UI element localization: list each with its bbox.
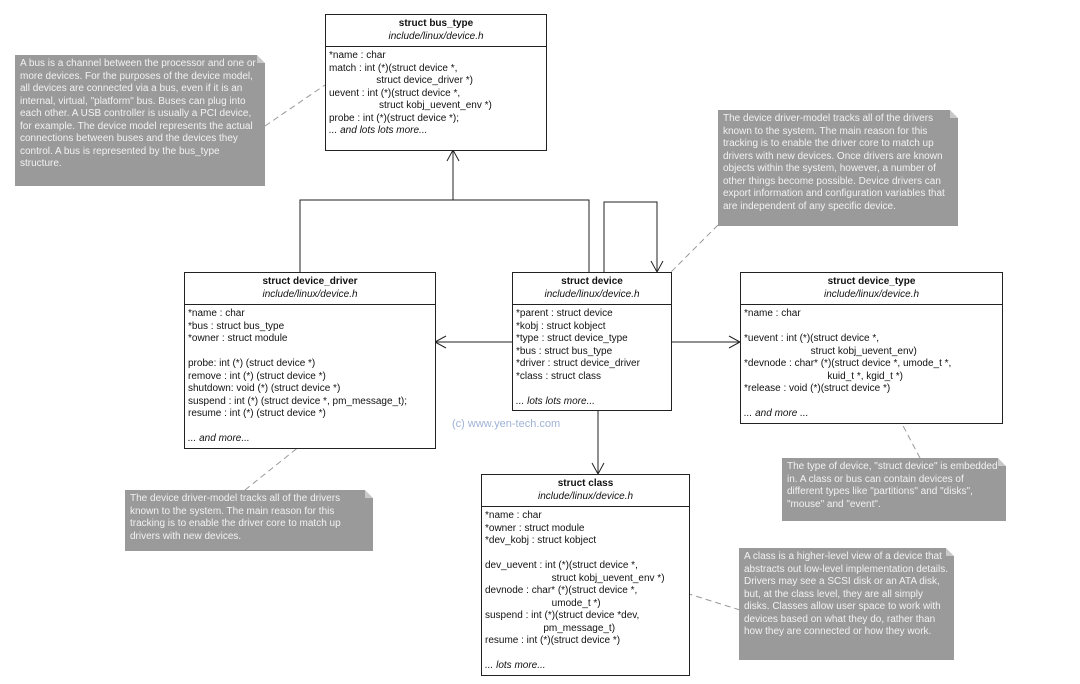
struct-name: struct device_type [827,276,916,287]
struct-file: include/linux/device.h [262,288,358,300]
member-field: devnode : char* (*)(struct device *, [485,585,638,596]
member-field: *release : void (*)(struct device *) [744,383,891,394]
member-field: *name : char [485,510,542,521]
member-field [188,421,432,434]
member-field: uevent : int (*)(struct device *, [329,87,461,99]
more-fields-label: ... and more... [188,433,250,444]
struct-file: include/linux/device.h [537,490,634,502]
struct-name: struct bus_type [398,18,474,29]
note-link-driver-short [244,441,306,491]
member-field: *class : struct class [516,370,602,382]
struct-name: struct class [557,478,614,489]
member-field: *type : struct device_type [516,333,628,344]
struct-file: include/linux/device.h [823,288,920,300]
member-field: *name : char [188,308,245,319]
member-list: *name : char *uevent : int (*)(struct dev… [741,305,1002,423]
more-fields-label: ... and more ... [744,408,809,419]
note-driver-model-long: The device driver-model tracks all of th… [718,110,958,226]
member-list: *name : char*owner : struct module*dev_k… [482,507,689,675]
member-field: *owner : struct module [485,522,585,534]
more-fields-label: ... lots more... [485,660,546,671]
struct-name: struct device [561,276,623,287]
member-field: dev_uevent : int (*)(struct device *, [485,560,638,571]
member-field [485,548,686,561]
member-field: suspend : int (*) (struct device *, pm_m… [188,395,407,407]
note-link-driver-long [670,224,719,273]
member-field: *uevent : int (*)(struct device *, [744,333,880,344]
note-driver-model-short: The device driver-model tracks all of th… [125,490,373,551]
member-field [188,346,432,359]
member-field: *name : char [744,308,801,319]
member-field: *kobj : struct kobject [516,320,606,332]
member-field: *bus : struct bus_type [188,320,285,332]
more-fields-label: ... and lots lots more... [329,125,428,136]
note-device-type: The type of device, "struct device" is e… [782,458,1006,521]
member-field: struct kobj_uevent_env *) [329,100,492,111]
member-field: probe : int (*)(struct device *); [329,112,460,124]
member-field: *devnode : char* (*)(struct device *, um… [744,358,952,369]
note-link-class [688,593,741,611]
member-field: resume : int (*)(struct device *) [485,635,621,646]
member-field: match : int (*)(struct device *, [329,62,458,74]
member-field [744,321,999,334]
member-field: *driver : struct device_driver [516,358,640,369]
member-field [744,396,999,409]
note-link-device-type [899,419,921,459]
member-field: umode_t *) [485,597,601,609]
watermark: (c) www.yen-tech.com [452,418,561,430]
member-field: remove : int (*) (struct device *) [188,370,326,382]
member-field: resume : int (*) (struct device *) [188,408,326,419]
member-list: *parent : struct device*kobj : struct ko… [513,305,671,410]
member-field: *parent : struct device [516,308,613,319]
driver-to-bus-link [299,199,590,272]
member-field: probe: int (*) (struct device *) [188,358,316,369]
struct-name: struct device_driver [262,276,358,287]
more-fields-label: ... lots lots more... [516,395,595,407]
member-field: *owner : struct module [188,333,288,344]
member-field [516,383,668,396]
member-field: struct device_driver *) [329,75,473,86]
member-field: pm_message_t) [485,622,616,634]
device-self-loop [603,201,658,272]
member-field: *dev_kobj : struct kobject [485,535,597,546]
member-field: kuid_t *, kgid_t *) [744,370,903,382]
member-field: shutdown: void (*) (struct device *) [188,383,341,394]
member-field: suspend : int (*)(struct device *dev, [485,610,640,621]
struct-file: include/linux/device.h [544,288,640,300]
note-class: A class is a higher-level view of a devi… [739,548,954,660]
note-link-bus [264,84,326,127]
note-bus: A bus is a channel between the processor… [15,55,265,186]
struct-file: include/linux/device.h [388,30,484,42]
member-list: *name : char*bus : struct bus_type*owner… [185,305,435,448]
member-field [485,648,686,661]
member-field: struct kobj_uevent_env *) [485,572,665,584]
member-field: *bus : struct bus_type [516,345,613,357]
member-field: struct kobj_uevent_env) [744,345,917,357]
member-field: *name : char [329,50,386,61]
